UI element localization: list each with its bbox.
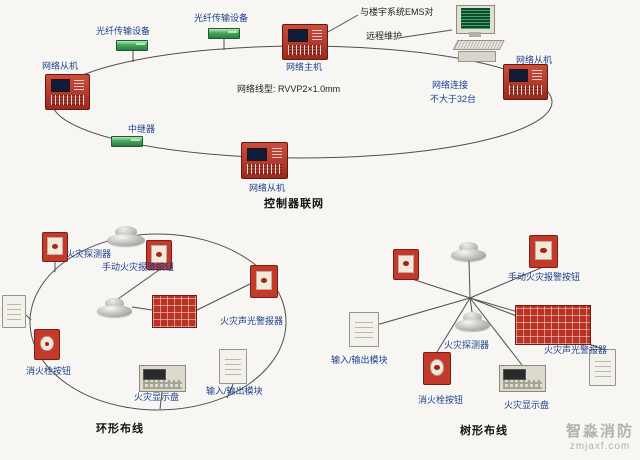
sound-light-alarm-tree-icon (515, 305, 591, 345)
label-fiber-left: 光纤传输设备 (96, 26, 151, 36)
label-network-host: 网络主机 (286, 62, 323, 72)
label-slave-left: 网络从机 (42, 61, 79, 71)
io-module-tree-left-icon (349, 312, 379, 347)
label-detector-tree: 火灾探测器 (444, 340, 490, 350)
connection-line (196, 283, 251, 311)
manual-callpoint-ring-left-icon (42, 232, 68, 262)
label-ems-link: 与楼宇系统EMS对 (360, 7, 434, 17)
network-slave-right-panel-icon (503, 64, 548, 100)
label-section-network: 控制器联网 (264, 198, 324, 210)
remote-maintenance-computer-icon (452, 5, 506, 63)
connection-line (436, 297, 471, 353)
label-sounder-tree: 火灾声光警报器 (544, 345, 608, 355)
connection-line (469, 297, 523, 366)
fire-display-panel-tree-icon (499, 365, 546, 392)
network-slave-left-panel-icon (45, 74, 90, 110)
connection-line (469, 266, 544, 299)
manual-callpoint-tree-top-icon (529, 235, 558, 268)
label-module-tree: 输入/输出模块 (331, 355, 388, 365)
label-section-tree: 树形布线 (460, 425, 508, 437)
network-slave-center-panel-icon (241, 142, 288, 179)
smoke-detector-ring-mid-icon (97, 298, 132, 317)
watermark-brand: 智淼消防 (565, 423, 634, 440)
label-manual-tree: 手动火灾报警按钮 (508, 272, 581, 282)
label-limit-line1: 网络连接 (432, 80, 469, 90)
repeater-device-icon (111, 136, 143, 147)
label-repeater: 中继器 (128, 124, 156, 134)
label-manual-ring: 手动火灾报警按钮 (102, 262, 175, 272)
smoke-detector-tree-mid-icon (455, 312, 490, 331)
io-module-tree-right-icon (589, 349, 616, 386)
watermark-domain: zmjaxf.com (569, 441, 631, 452)
manual-callpoint-ring-mid-icon (146, 240, 172, 270)
manual-callpoint-tree-left-icon (393, 249, 419, 280)
manual-callpoint-ring-right-icon (250, 265, 278, 298)
smoke-detector-tree-top-icon (451, 242, 486, 261)
label-cable-type: 网络线型: RVVP2×1.0mm (237, 84, 341, 94)
ring-loop-line (29, 233, 287, 411)
watermark: 智淼消防 zmjaxf.com (566, 420, 634, 452)
connection-line (469, 297, 473, 313)
label-display-tree: 火灾显示盘 (504, 400, 550, 410)
label-detector-ring: 火灾探测器 (66, 249, 112, 259)
label-fiber-top: 光纤传输设备 (194, 13, 249, 23)
connection-line (159, 391, 163, 410)
label-hydrant-ring: 消火栓按钮 (26, 366, 72, 376)
connection-line (397, 29, 453, 39)
label-slave-right: 网络从机 (516, 55, 553, 65)
connection-line (117, 269, 160, 300)
io-module-ring-icon (219, 349, 247, 384)
io-module-ring-left-icon (2, 295, 26, 328)
fire-display-panel-ring-icon (139, 365, 186, 392)
smoke-detector-ring-top-icon (107, 226, 145, 246)
connection-line (131, 306, 153, 311)
connection-line (327, 14, 359, 33)
label-hydrant-tree: 消火栓按钮 (418, 395, 464, 405)
label-limit-line2: 不大于32台 (430, 94, 477, 104)
sound-light-alarm-ring-icon (152, 295, 197, 328)
connection-line (226, 383, 234, 399)
hydrant-button-ring-icon (34, 329, 60, 360)
fiber-transmitter-top-device-icon (208, 28, 240, 39)
label-display-ring: 火灾显示盘 (134, 392, 180, 402)
label-remote-maint: 远程维护 (366, 31, 403, 41)
network-host-panel-icon (282, 24, 328, 60)
connection-line (411, 278, 471, 299)
connection-line (365, 297, 471, 329)
label-module-ring: 输入/输出模块 (206, 386, 263, 396)
connection-line (25, 314, 32, 321)
connection-line (468, 260, 471, 299)
label-slave-center: 网络从机 (249, 183, 286, 193)
fiber-transmitter-left-device-icon (116, 40, 148, 51)
label-section-ring: 环形布线 (96, 423, 144, 435)
label-sounder-ring: 火灾声光警报器 (220, 316, 284, 326)
hydrant-button-tree-icon (423, 352, 451, 385)
